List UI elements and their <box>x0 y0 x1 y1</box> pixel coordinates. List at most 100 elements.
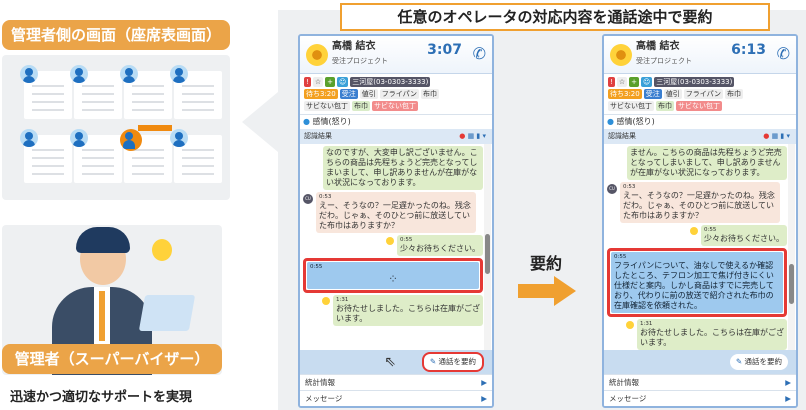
keyword-tag[interactable]: サビない包丁 <box>676 101 722 111</box>
seat-card[interactable] <box>170 65 222 119</box>
message-row: なのですが、大変申し訳ございません。こちらの商品は先程ちょうど完売となってしまい… <box>303 146 483 190</box>
message-text: お待たせしました。こちらは在庫がございます。 <box>640 328 784 347</box>
message-section[interactable]: メッセージ▶ <box>300 390 492 406</box>
edit-icon: ✎ <box>429 357 437 366</box>
keyword-tag[interactable]: サビない包丁 <box>608 101 654 111</box>
summary-time: 0:55 <box>614 254 627 260</box>
emotion-label: 感情(怒り) <box>312 117 351 126</box>
right-arrow-icon <box>518 276 576 306</box>
keyword-tag[interactable]: 布巾 <box>656 101 674 111</box>
caller-tag: 三河屋(03-0303-3333) <box>654 77 735 87</box>
seat-card[interactable] <box>120 129 172 183</box>
transcript-scrollbar[interactable] <box>788 144 795 350</box>
summarize-call-button[interactable]: ✎ 通話を要約 <box>729 354 788 370</box>
customer-avatar: CU <box>303 194 313 204</box>
operator-name: 高橋 結衣 <box>636 41 680 52</box>
seat-map <box>2 55 230 200</box>
caller-tag: 三河屋(03-0303-3333) <box>350 77 431 87</box>
seat-card[interactable] <box>70 65 122 119</box>
keyword-tag[interactable]: 待ち3:20 <box>608 89 642 99</box>
user-avatar-icon <box>120 129 142 151</box>
button-label: 通話を要約 <box>438 357 477 366</box>
keyword-tag[interactable]: 待ち3:20 <box>304 89 338 99</box>
keyword-tag[interactable]: 受注 <box>339 89 358 99</box>
operator-avatar-icon <box>610 44 632 66</box>
recognition-tools-icon[interactable]: ● ▦ ▮ ▾ <box>763 132 790 140</box>
panel-header: 高橋 結衣 受注プロジェクト 6:13 ✆ <box>604 36 796 74</box>
operator-avatar-icon <box>386 237 394 245</box>
stats-section[interactable]: 統計情報▶ <box>604 374 796 390</box>
keyword-tag[interactable]: フライパン <box>683 89 723 99</box>
message-time: 1:31 <box>640 321 653 327</box>
emotion-row: ● 感情(怒り) <box>604 115 796 129</box>
operator-message: なのですが、大変申し訳ございません。こちらの商品は先程ちょうど完売となってしまい… <box>323 146 483 190</box>
keyword-tag[interactable]: サビない包丁 <box>304 101 350 111</box>
emotion-row: ● 感情(怒り) <box>300 115 492 129</box>
supervisor-label: 管理者（スーパーバイザー） <box>2 344 222 374</box>
phone-icon[interactable]: ✆ <box>472 44 486 63</box>
user-avatar-icon <box>170 129 188 147</box>
star-icon[interactable]: ☆ <box>312 77 324 87</box>
call-timer: 6:13 <box>731 42 766 58</box>
alert-icon: ! <box>608 77 615 87</box>
transfer-icon: + <box>325 77 335 87</box>
user-avatar-icon <box>120 65 138 83</box>
keyword-tag[interactable]: 布巾 <box>724 89 743 99</box>
project-name: 受注プロジェクト <box>332 57 388 65</box>
summary-bar: ⇖ ✎ 通話を要約 <box>300 350 492 374</box>
summary-content: 0:55 フライパンについて、油なしで使えるか確認したところ、テフロン加工で焦げ… <box>611 252 783 313</box>
panel-header: 高橋 結衣 受注プロジェクト 3:07 ✆ <box>300 36 492 74</box>
seat-card[interactable] <box>70 129 122 183</box>
expand-icon: ▶ <box>481 378 487 387</box>
keyword-tag[interactable]: 受注 <box>643 89 662 99</box>
summarize-call-button[interactable]: ✎ 通話を要約 <box>421 352 484 372</box>
call-timer: 3:07 <box>427 42 462 58</box>
lightbulb-icon <box>152 239 172 261</box>
user-avatar-icon <box>20 129 38 147</box>
call-summary-box: 0:55 ⁘ <box>303 258 483 293</box>
seat-card[interactable] <box>20 65 72 119</box>
operator-panel-before: 高橋 結衣 受注プロジェクト 3:07 ✆ !☆+☺三河屋(03-0303-33… <box>298 34 494 408</box>
seat-card[interactable] <box>170 129 222 183</box>
keyword-tag[interactable]: 値引 <box>663 89 682 99</box>
keyword-tag[interactable]: 布巾 <box>420 89 439 99</box>
phone-icon[interactable]: ✆ <box>776 44 790 63</box>
keyword-tag[interactable]: サビない包丁 <box>372 101 418 111</box>
seat-card[interactable] <box>120 65 172 119</box>
seat-screen-label: 管理者側の画面（座席表画面） <box>2 20 230 50</box>
keyword-tag[interactable]: 布巾 <box>352 101 370 111</box>
summary-content: 0:55 ⁘ <box>307 262 479 289</box>
page-title: 任意のオペレータの対応内容を通話途中で要約 <box>340 3 770 31</box>
emotion-label: 感情(怒り) <box>616 117 655 126</box>
operator-panel-after: 高橋 結衣 受注プロジェクト 6:13 ✆ !☆+☺三河屋(03-0303-33… <box>602 34 798 408</box>
message-text: お待たせしました。こちらは在庫がございます。 <box>336 304 480 323</box>
star-icon[interactable]: ☆ <box>616 77 628 87</box>
user-avatar-icon <box>70 65 88 83</box>
message-row: ません。こちらの商品は先程ちょうど完売となってしまいまして、申し訳ありませんが在… <box>607 146 787 180</box>
message-text: えー、そうなの？一足遅かったのね。残念だわ。じゃぁ、そのひとつ前に放送していた布… <box>623 191 775 220</box>
message-text: 少々お待ちください。 <box>400 244 480 253</box>
message-text: えー、そうなの？一足遅かったのね。残念だわ。じゃぁ、そのひとつ前に放送していた布… <box>319 201 471 230</box>
expand-icon: ▶ <box>481 394 487 403</box>
summary-time: 0:55 <box>310 264 323 270</box>
stats-section[interactable]: 統計情報▶ <box>300 374 492 390</box>
message-text: なのですが、大変申し訳ございません。こちらの商品は先程ちょうど完売となってしまい… <box>326 148 478 187</box>
keyword-tag[interactable]: フライパン <box>379 89 419 99</box>
seat-card[interactable] <box>20 129 72 183</box>
laptop-icon <box>138 295 196 331</box>
recognition-tools-icon[interactable]: ● ▦ ▮ ▾ <box>459 132 486 140</box>
summary-text: フライパンについて、油なしで使えるか確認したところ、テフロン加工で焦げ付きにくい… <box>614 261 774 310</box>
keyword-tag[interactable]: 値引 <box>359 89 378 99</box>
callout-pointer <box>242 92 278 152</box>
transcript-scrollbar[interactable] <box>484 144 491 350</box>
expand-icon: ▶ <box>785 378 791 387</box>
message-section[interactable]: メッセージ▶ <box>604 390 796 406</box>
selected-seat-highlight <box>138 125 172 131</box>
